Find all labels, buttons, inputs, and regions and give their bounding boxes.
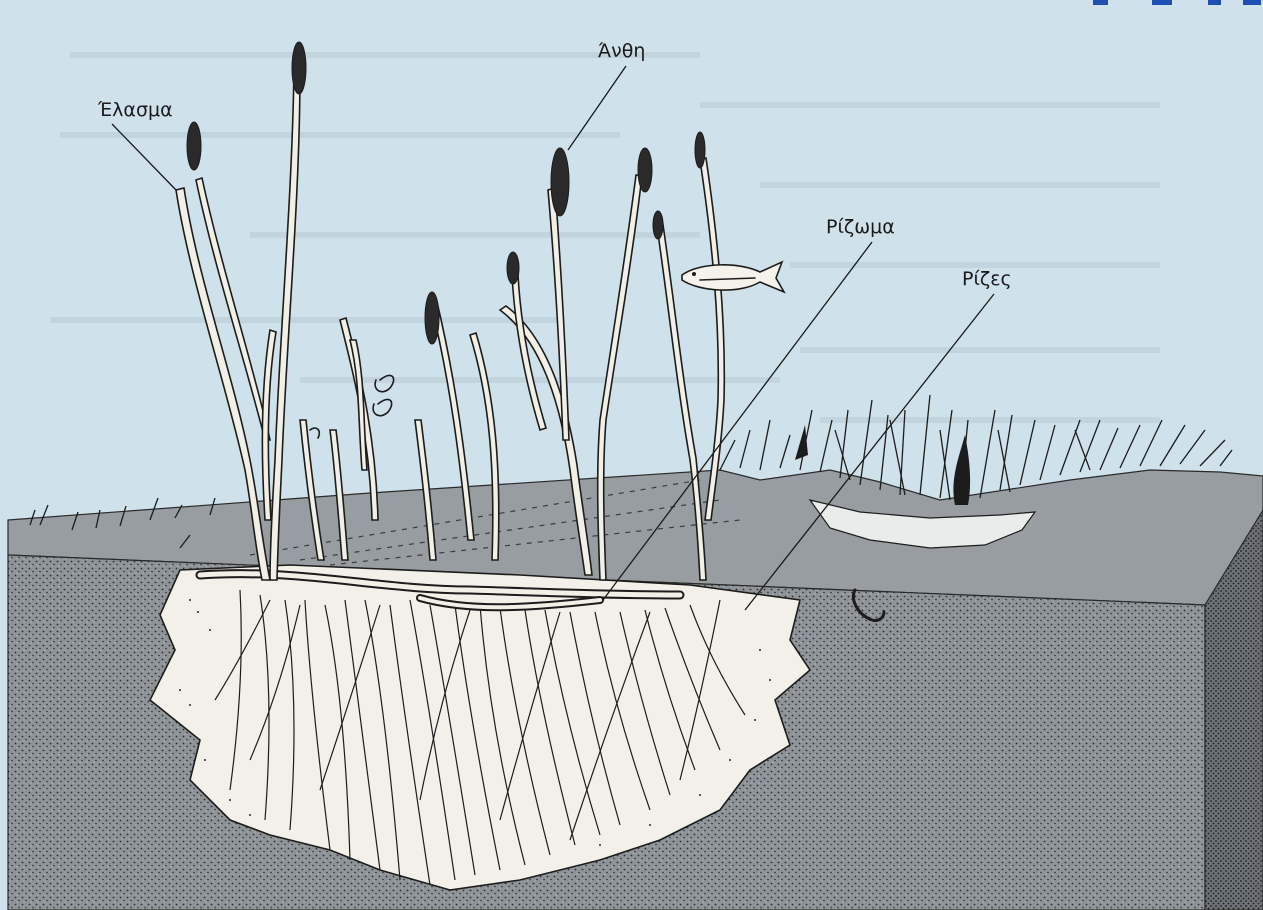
- label-lamina-text: Έλασμα: [97, 99, 173, 121]
- label-rhizome-text: Ρίζωμα: [826, 216, 895, 238]
- label-roots-text: Ρίζες: [962, 268, 1012, 290]
- label-flowers-text: Άνθη: [598, 40, 645, 62]
